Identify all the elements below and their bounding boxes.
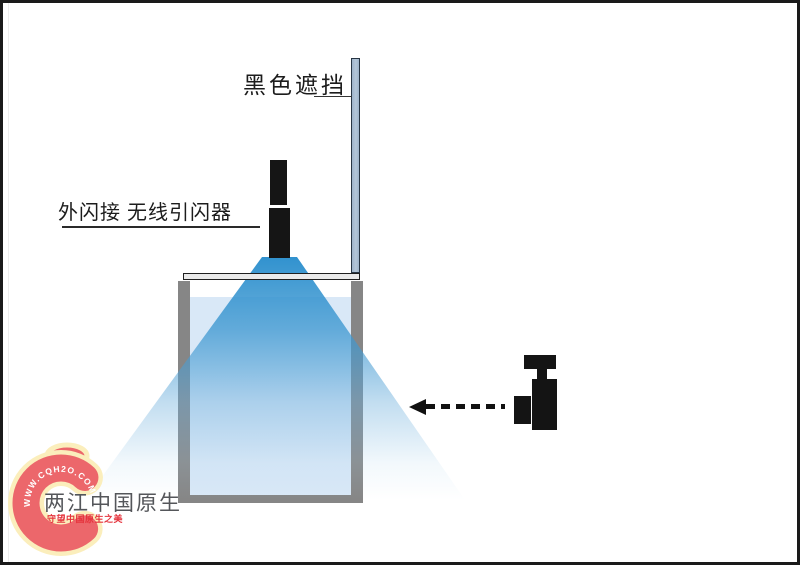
left-fold-line <box>8 3 9 562</box>
camera-neck <box>537 369 547 380</box>
camera-lens <box>514 396 531 424</box>
flash-leader-line <box>62 226 260 228</box>
black-shield-panel <box>351 58 360 273</box>
dashed-arrow-line <box>426 404 505 409</box>
dashed-arrow-left-icon <box>409 399 426 415</box>
label-flash-trigger: 外闪接 无线引闪器 <box>58 202 232 224</box>
logo-c-ring: WWW.CQH2O.COM <box>8 442 114 556</box>
shield-leader-line <box>314 96 352 97</box>
camera-icon <box>532 379 557 430</box>
flash-trigger-body <box>269 208 290 258</box>
tank-lid <box>183 273 360 280</box>
camera-flash-shoe <box>524 355 556 369</box>
flash-unit-icon <box>270 160 287 205</box>
label-black-shield: 黑色遮挡 <box>243 73 347 98</box>
logo-name-text: 两江中国原生 <box>44 491 182 515</box>
logo-tagline-text: 守望中国原生之美 <box>47 514 124 524</box>
logo-ring-red <box>12 454 110 552</box>
